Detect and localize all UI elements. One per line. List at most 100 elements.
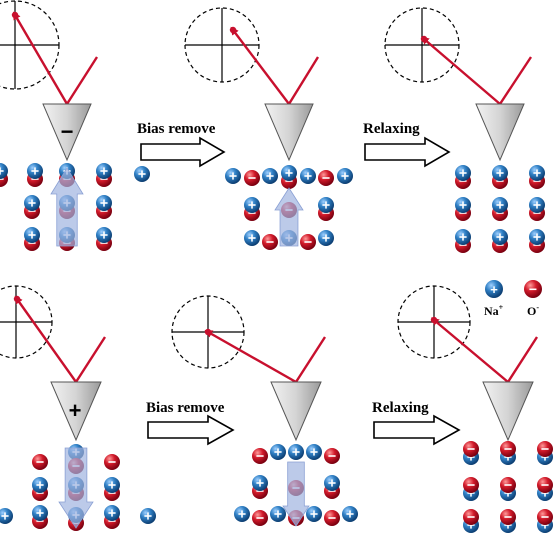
o-ion: [244, 170, 260, 186]
laser-reflected-beam: [204, 330, 297, 384]
legend-o-sup: -: [536, 303, 539, 312]
na-ion: [455, 197, 471, 213]
na-ion: [262, 168, 278, 184]
na-ion: [0, 163, 8, 179]
migration-arrows-layer: [50, 167, 310, 529]
na-ion: [288, 444, 304, 460]
tip-charge-positive: +: [69, 398, 82, 423]
legend-na-sup: +: [499, 303, 504, 312]
na-ion: [337, 168, 353, 184]
beam-scopes-layer: [0, 0, 539, 384]
na-ion: [529, 165, 545, 181]
na-ion: [342, 506, 358, 522]
scope-bottom-3: [397, 285, 539, 383]
o-ion: [324, 448, 340, 464]
laser-incident-beam: [506, 336, 539, 383]
laser-reflected-beam: [12, 11, 69, 105]
na-ion: [96, 195, 112, 211]
scope-bottom-2: [171, 295, 327, 384]
legend-na-ion: [485, 280, 503, 298]
o-ion: [318, 170, 334, 186]
legend-na-text: Na: [484, 304, 499, 318]
laser-spot: [430, 316, 438, 324]
process-arrow-bottom-1: [147, 414, 235, 446]
laser-spot: [11, 11, 19, 19]
na-ion: [300, 168, 316, 184]
na-ion: [306, 444, 322, 460]
migration-arrow-up-2: [274, 187, 304, 247]
na-ion: [244, 197, 260, 213]
probe-tip-top-1: [42, 103, 92, 162]
o-ion: [463, 509, 479, 525]
na-ion: [318, 197, 334, 213]
o-ion: [463, 441, 479, 457]
o-ion: [463, 477, 479, 493]
legend-o-symbol: −: [529, 281, 537, 297]
laser-incident-beam: [498, 56, 533, 105]
scope-bottom-1: [0, 285, 107, 383]
legend-o-ion: [524, 280, 542, 298]
o-ion: [324, 510, 340, 526]
o-ion: [537, 441, 553, 457]
na-ion: [140, 508, 156, 524]
na-ion: [225, 168, 241, 184]
na-ion: [244, 230, 260, 246]
laser-incident-beam: [287, 56, 320, 105]
na-ion: [134, 166, 150, 182]
probe-tip-top-2: [264, 103, 314, 162]
na-ion: [234, 506, 250, 522]
na-ion: [529, 197, 545, 213]
na-ion: [252, 475, 268, 491]
na-ion: [492, 197, 508, 213]
label-relaxing-top: Relaxing: [363, 121, 420, 137]
legend-o-label: O-: [527, 303, 539, 318]
migration-arrow-down-1: [58, 447, 94, 529]
na-ion: [104, 477, 120, 493]
scope-top-2: [184, 7, 320, 105]
laser-spot: [420, 35, 428, 43]
probe-tip-bottom-2: [270, 381, 322, 442]
migration-arrow-down-2: [282, 461, 310, 527]
na-ion: [32, 505, 48, 521]
laser-spot: [229, 26, 237, 34]
na-ion: [318, 230, 334, 246]
na-ion: [24, 227, 40, 243]
label-relaxing-bottom: Relaxing: [372, 400, 429, 416]
migration-arrow-up-1: [50, 167, 84, 247]
o-ion: [537, 477, 553, 493]
process-arrow-bottom-2: [373, 414, 461, 446]
na-ion: [104, 505, 120, 521]
o-ion: [537, 509, 553, 525]
na-ion: [24, 195, 40, 211]
na-ion: [455, 165, 471, 181]
scope-top-1: [0, 0, 99, 105]
na-ion: [306, 506, 322, 522]
probe-tip-bottom-1: [50, 381, 102, 442]
na-ion: [281, 165, 297, 181]
laser-reflected-beam: [420, 36, 501, 105]
na-ion: [96, 163, 112, 179]
na-ion: [529, 229, 545, 245]
na-ion: [455, 229, 471, 245]
legend: + − Na+ O-: [484, 280, 542, 318]
scope-top-3: [384, 7, 533, 105]
label-bias-remove-top: Bias remove: [137, 121, 216, 137]
o-ion: [500, 509, 516, 525]
probe-tip-bottom-3: [482, 381, 534, 442]
tip-charge-negative: −: [61, 119, 74, 144]
laser-incident-beam: [65, 56, 99, 105]
o-ion: [104, 454, 120, 470]
process-arrow-top-1: [140, 136, 226, 168]
na-ion: [0, 508, 13, 524]
laser-spot: [13, 295, 21, 303]
laser-reflected-beam: [14, 295, 77, 383]
laser-incident-beam: [294, 336, 327, 383]
na-ion: [324, 475, 340, 491]
label-bias-remove-bottom: Bias remove: [146, 400, 225, 416]
na-ion: [32, 477, 48, 493]
laser-reflected-beam: [430, 317, 509, 383]
na-ion: [96, 227, 112, 243]
o-ion: [500, 477, 516, 493]
laser-spot: [204, 328, 212, 336]
